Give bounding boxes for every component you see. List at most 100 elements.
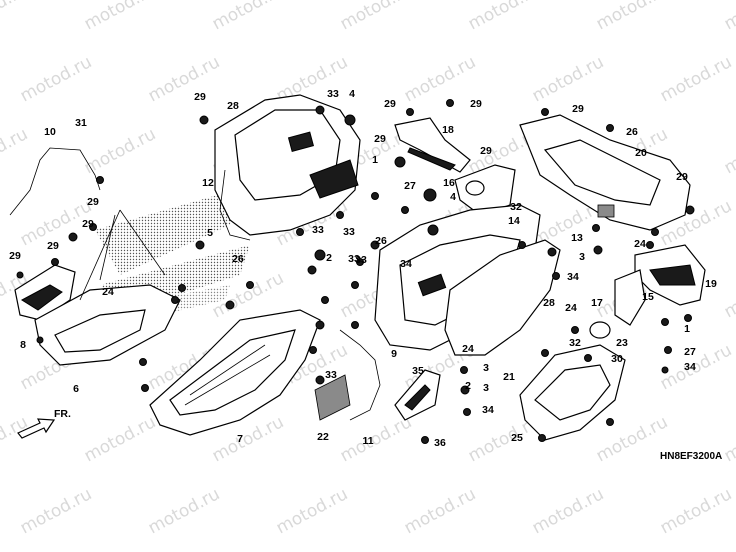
callout-label: 29 (572, 103, 584, 115)
watermark-text: motod.ru (17, 52, 95, 106)
callout-label: 18 (442, 124, 454, 136)
callout-label: 3 (483, 382, 489, 394)
callout-label: 27 (684, 346, 696, 358)
callout-label: 29 (676, 171, 688, 183)
watermark-text: motod.ru (721, 0, 736, 34)
part-19-bracket (634, 244, 706, 306)
watermark-text: motod.ru (657, 52, 735, 106)
callout-label: 33 (325, 369, 337, 381)
fasteners (16, 99, 695, 444)
watermark-text: motod.ru (0, 412, 31, 466)
callout-label: 29 (470, 98, 482, 110)
watermark-text: motod.ru (401, 52, 479, 106)
callout-label: 26 (232, 253, 244, 265)
callout-label: 8 (20, 339, 26, 351)
watermark-text: motod.ru (145, 484, 223, 538)
part-22-plate (314, 374, 351, 421)
callout-label: 3 (483, 362, 489, 374)
callout-label: 5 (207, 227, 213, 239)
part-17-clip (589, 321, 611, 339)
callout-label: 33 (327, 88, 339, 100)
part-15-bracket (614, 269, 646, 326)
part-6-mudguard (34, 209, 181, 366)
watermark-text: motod.ru (529, 52, 607, 106)
part-10-rod (9, 147, 101, 216)
part-35-bracket (394, 369, 441, 421)
callout-label: 21 (503, 371, 515, 383)
part-18-bracket (394, 117, 471, 173)
callout-label: 6 (73, 383, 79, 395)
callout-label: 20 (635, 147, 647, 159)
callout-label: 29 (194, 91, 206, 103)
callout-label: 34 (482, 404, 494, 416)
watermark-text: motod.ru (81, 0, 159, 34)
callout-label: 30 (611, 353, 623, 365)
callout-label: 28 (543, 297, 555, 309)
watermark-text: motod.ru (721, 124, 736, 178)
watermark-text: motod.ru (145, 52, 223, 106)
callout-label: 9 (391, 348, 397, 360)
callout-label: 3 (579, 251, 585, 263)
callout-label: 7 (237, 433, 243, 445)
callout-label: 29 (9, 250, 21, 262)
part-21-lower-guard (519, 344, 626, 441)
callout-label: 26 (626, 126, 638, 138)
callout-label: 24 (634, 238, 646, 250)
watermark-text: motod.ru (721, 412, 736, 466)
callout-label: 23 (616, 337, 628, 349)
callout-label: 24 (462, 343, 474, 355)
callout-label: 14 (508, 215, 520, 227)
callout-label: 29 (384, 98, 396, 110)
callout-label: 34 (567, 271, 579, 283)
watermark-text: motod.ru (721, 268, 736, 322)
callout-label: 2 (465, 380, 471, 392)
callout-label: 4 (349, 88, 355, 100)
callout-label: 29 (47, 240, 59, 252)
callout-label: 32 (510, 201, 522, 213)
callout-label: 16 (443, 177, 455, 189)
callout-label: 13 (571, 232, 583, 244)
part-7-footrest (149, 309, 321, 436)
front-direction-label: FR. (54, 408, 71, 420)
watermark-text: motod.ru (337, 412, 415, 466)
callout-label: 27 (404, 180, 416, 192)
callout-label: 11 (362, 435, 373, 447)
watermark-text: motod.ru (337, 0, 415, 34)
callout-label: 31 (75, 117, 87, 129)
callout-label: 29 (87, 196, 99, 208)
watermark-text: motod.ru (17, 484, 95, 538)
callout-label: 26 (375, 235, 387, 247)
diagram-code: HN8EF3200A (660, 451, 722, 462)
callout-label: 24 (102, 286, 114, 298)
callout-label: 35 (412, 365, 424, 377)
callout-label: 36 (434, 437, 446, 449)
watermark-text: motod.ru (0, 124, 31, 178)
callout-label: 33 (355, 254, 367, 266)
watermark-text: motod.ru (593, 0, 671, 34)
callout-label: 17 (591, 297, 603, 309)
callout-label: 10 (44, 126, 56, 138)
part-20-front-fender (519, 114, 691, 231)
callout-label: 34 (400, 258, 412, 270)
callout-label: 29 (480, 145, 492, 157)
callout-label: 29 (82, 218, 94, 230)
callout-label: 24 (565, 302, 577, 314)
watermark-text: motod.ru (0, 0, 31, 34)
watermark-text: motod.ru (273, 484, 351, 538)
watermark-text: motod.ru (657, 484, 735, 538)
callout-label: 19 (705, 278, 717, 290)
callout-label: 15 (642, 291, 654, 303)
callout-label: 22 (317, 431, 329, 443)
watermark-layer: motod.ru motod.ru motod.ru motod.ru motod.ru… (0, 0, 736, 538)
callout-label: 2 (326, 252, 332, 264)
callout-label: 28 (227, 100, 239, 112)
callout-label: 4 (450, 191, 456, 203)
callout-label: 33 (312, 224, 324, 236)
watermark-text: motod.ru (81, 412, 159, 466)
callout-label: 32 (569, 337, 581, 349)
watermark-text: motod.ru (209, 0, 287, 34)
callout-label: 34 (684, 361, 696, 373)
